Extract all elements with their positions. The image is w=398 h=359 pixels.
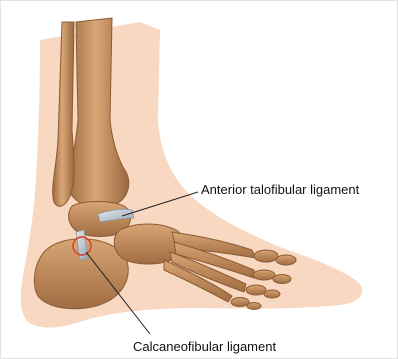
- calcaneofibular-ligament-label: Calcaneofibular ligament: [133, 340, 276, 353]
- anterior-talofibular-ligament-label: Anterior talofibular ligament: [201, 183, 359, 196]
